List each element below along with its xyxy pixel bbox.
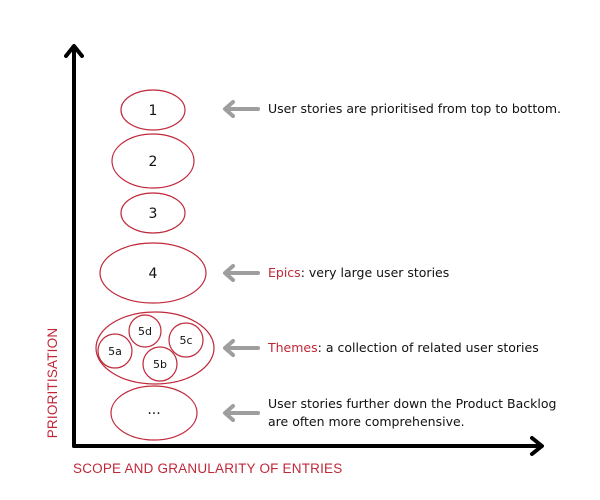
epic-ellipse (99, 242, 207, 304)
y-axis-arrowhead (64, 44, 84, 58)
x-axis-label: SCOPE AND GRANULARITY OF ENTRIES (73, 461, 342, 476)
story-2: 2 (111, 133, 195, 189)
pointer-arrows (223, 100, 260, 422)
story-label: ... (147, 402, 160, 418)
arrow-left-icon (223, 100, 260, 118)
story-label: 2 (149, 154, 158, 170)
epics-term: Epics (268, 265, 301, 280)
story-5b-circle (142, 346, 178, 382)
annotation-epics: Epics: very large user stories (268, 265, 449, 280)
annotation-themes: Themes: a collection of related user sto… (267, 340, 539, 355)
themes-term: Themes (267, 340, 318, 355)
story-ellipse (120, 89, 186, 131)
story-5-theme: 5d 5c 5a 5b (95, 311, 215, 385)
x-axis-arrowhead (530, 436, 544, 456)
story-label: 4 (149, 266, 158, 282)
story-3: 3 (120, 192, 186, 234)
story-1: 1 (120, 89, 186, 131)
epics-description: : very large user stories (301, 265, 450, 280)
story-ellipse (110, 385, 198, 441)
axes (64, 44, 544, 456)
story-5c-circle (168, 322, 204, 358)
arrow-left-icon (223, 264, 260, 282)
annotation-further-down-line-2: are often more comprehensive. (268, 414, 465, 429)
story-5a-circle (97, 333, 133, 369)
arrow-left-icon (223, 339, 260, 357)
y-axis-label: PRIORITISATION (45, 328, 60, 439)
story-label: 3 (149, 206, 158, 222)
story-ellipse (120, 192, 186, 234)
annotation-top-to-bottom: User stories are prioritised from top to… (268, 101, 561, 116)
themes-description: : a collection of related user stories (318, 340, 539, 355)
arrow-left-icon (223, 404, 260, 422)
story-more: ... (110, 385, 198, 441)
story-5d-label: 5d (138, 325, 152, 338)
story-5b-label: 5b (153, 358, 167, 371)
story-ellipse (111, 133, 195, 189)
annotation-further-down-line-1: User stories further down the Product Ba… (268, 396, 556, 411)
story-5a-label: 5a (108, 345, 122, 358)
story-5d-circle (128, 314, 162, 348)
story-label: 1 (149, 103, 158, 119)
story-4-epic: 4 (99, 242, 207, 304)
story-5c-label: 5c (179, 334, 192, 347)
